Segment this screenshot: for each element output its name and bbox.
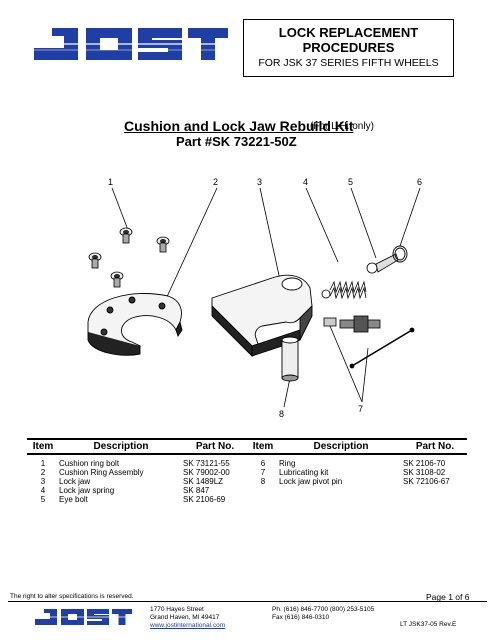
footer-address: 1770 Hayes Street Grand Haven, MI 49417 …: [150, 606, 225, 630]
callout-1: 1: [108, 177, 114, 187]
description-cell: Lock jaw: [59, 477, 91, 486]
col-description-a: Description: [59, 438, 183, 455]
table-row: 3 Lock jaw SK 1489LZ 8 Lock jaw pivot pi…: [27, 477, 467, 486]
kit-part-number: Part #SK 73221-50Z: [176, 134, 297, 149]
parts-table: Item Description Part No. Item Descripti…: [27, 438, 467, 504]
callout-4: 4: [303, 177, 309, 187]
callout-5: 5: [348, 177, 354, 187]
callout-3: 3: [257, 177, 263, 187]
header-subtitle: FOR JSK 37 SERIES FIFTH WHEELS: [258, 57, 439, 69]
item-cell: 3: [40, 477, 46, 486]
partno-cell: SK 73121-55: [183, 459, 230, 468]
document-reference: LT JSK37-05 Rev.E: [400, 621, 457, 628]
callout-2: 2: [213, 177, 219, 187]
jost-logo: [34, 28, 228, 60]
description-cell: Cushion ring bolt: [59, 459, 120, 468]
lubricating-kit: [323, 315, 415, 369]
item-cell: 6: [260, 459, 266, 468]
jost-logo-footer: [35, 609, 132, 625]
table-row: 5 Eye bolt SK 2106-69: [27, 495, 467, 504]
col-description-b: Description: [279, 438, 403, 455]
footer-contact: Ph. (616) 846-7700 (800) 253-5105 Fax (6…: [272, 606, 374, 622]
description-cell: Ring: [279, 459, 296, 468]
header-title-line1: LOCK REPLACEMENT: [278, 25, 419, 40]
lock-jaw-pivot-pin: [281, 336, 299, 382]
partno-cell: SK 3108-02: [403, 468, 446, 477]
description-cell: Eye bolt: [59, 495, 88, 504]
col-item-a: Item: [27, 438, 59, 455]
kit-title: Cushion and Lock Jaw Rebuild Kit: [124, 118, 354, 134]
table-row: 2 Cushion Ring Assembly SK 79002-00 7 Lu…: [27, 468, 467, 477]
description-cell: [279, 495, 403, 504]
lock-jaw-spring: [321, 280, 367, 300]
partno-cell: [403, 486, 467, 495]
item-cell: 2: [40, 468, 46, 477]
col-partno-a: Part No.: [183, 438, 247, 455]
description-cell: [279, 486, 403, 495]
phone-number: Ph. (616) 846-7700 (800) 253-5105: [272, 606, 375, 613]
cushion-ring-assembly: [87, 293, 183, 356]
callout-8: 8: [279, 409, 285, 419]
footer-note: The right to alter specifications is res…: [10, 593, 134, 600]
table-header-row: Item Description Part No. Item Descripti…: [27, 438, 467, 455]
item-cell: 1: [40, 459, 46, 468]
cushion-ring-bolts: [88, 227, 170, 288]
item-cell: 8: [260, 477, 266, 486]
callout-7: 7: [358, 404, 364, 414]
description-cell: Cushion Ring Assembly: [59, 468, 144, 477]
item-cell: [247, 495, 279, 504]
description-cell: Lock jaw pivot pin: [279, 477, 343, 486]
header-title-line2: PROCEDURES: [302, 40, 395, 55]
item-cell: 4: [40, 486, 46, 495]
header-title-box: LOCK REPLACEMENT PROCEDURES FOR JSK 37 S…: [243, 19, 454, 77]
partno-cell: [403, 495, 467, 504]
col-partno-b: Part No.: [403, 438, 467, 455]
description-cell: Lubricating kit: [279, 468, 329, 477]
item-cell: 5: [40, 495, 46, 504]
page-number: Page 1 of 6: [426, 592, 470, 602]
ring: [392, 245, 408, 263]
partno-cell: SK 847: [183, 486, 210, 495]
kit-note: (For L.H. only): [310, 121, 374, 132]
address-line1: 1770 Hayes Street: [150, 606, 204, 613]
description-cell: Lock jaw spring: [59, 486, 115, 495]
partno-cell: SK 79002-00: [183, 468, 230, 477]
partno-cell: SK 1489LZ: [183, 477, 224, 486]
item-cell: 7: [260, 468, 266, 477]
partno-cell: SK 72106-67: [403, 477, 450, 486]
partno-cell: SK 2106-70: [403, 459, 446, 468]
item-cell: [247, 486, 279, 495]
col-item-b: Item: [247, 438, 279, 455]
table-row: 4 Lock jaw spring SK 847: [27, 486, 467, 495]
table-row: 1 Cushion ring bolt SK 73121-55 6 Ring S…: [27, 459, 467, 468]
address-line2: Grand Haven, MI 49417: [150, 614, 220, 621]
footer-divider: [8, 601, 487, 602]
fax-number: Fax (616) 846-0310: [272, 614, 330, 621]
callout-6: 6: [417, 177, 423, 187]
partno-cell: SK 2106-69: [183, 495, 226, 504]
lock-jaw: [211, 274, 313, 358]
exploded-parts-drawing: [87, 187, 421, 408]
website-link[interactable]: www.jostinternational.com: [150, 622, 226, 629]
